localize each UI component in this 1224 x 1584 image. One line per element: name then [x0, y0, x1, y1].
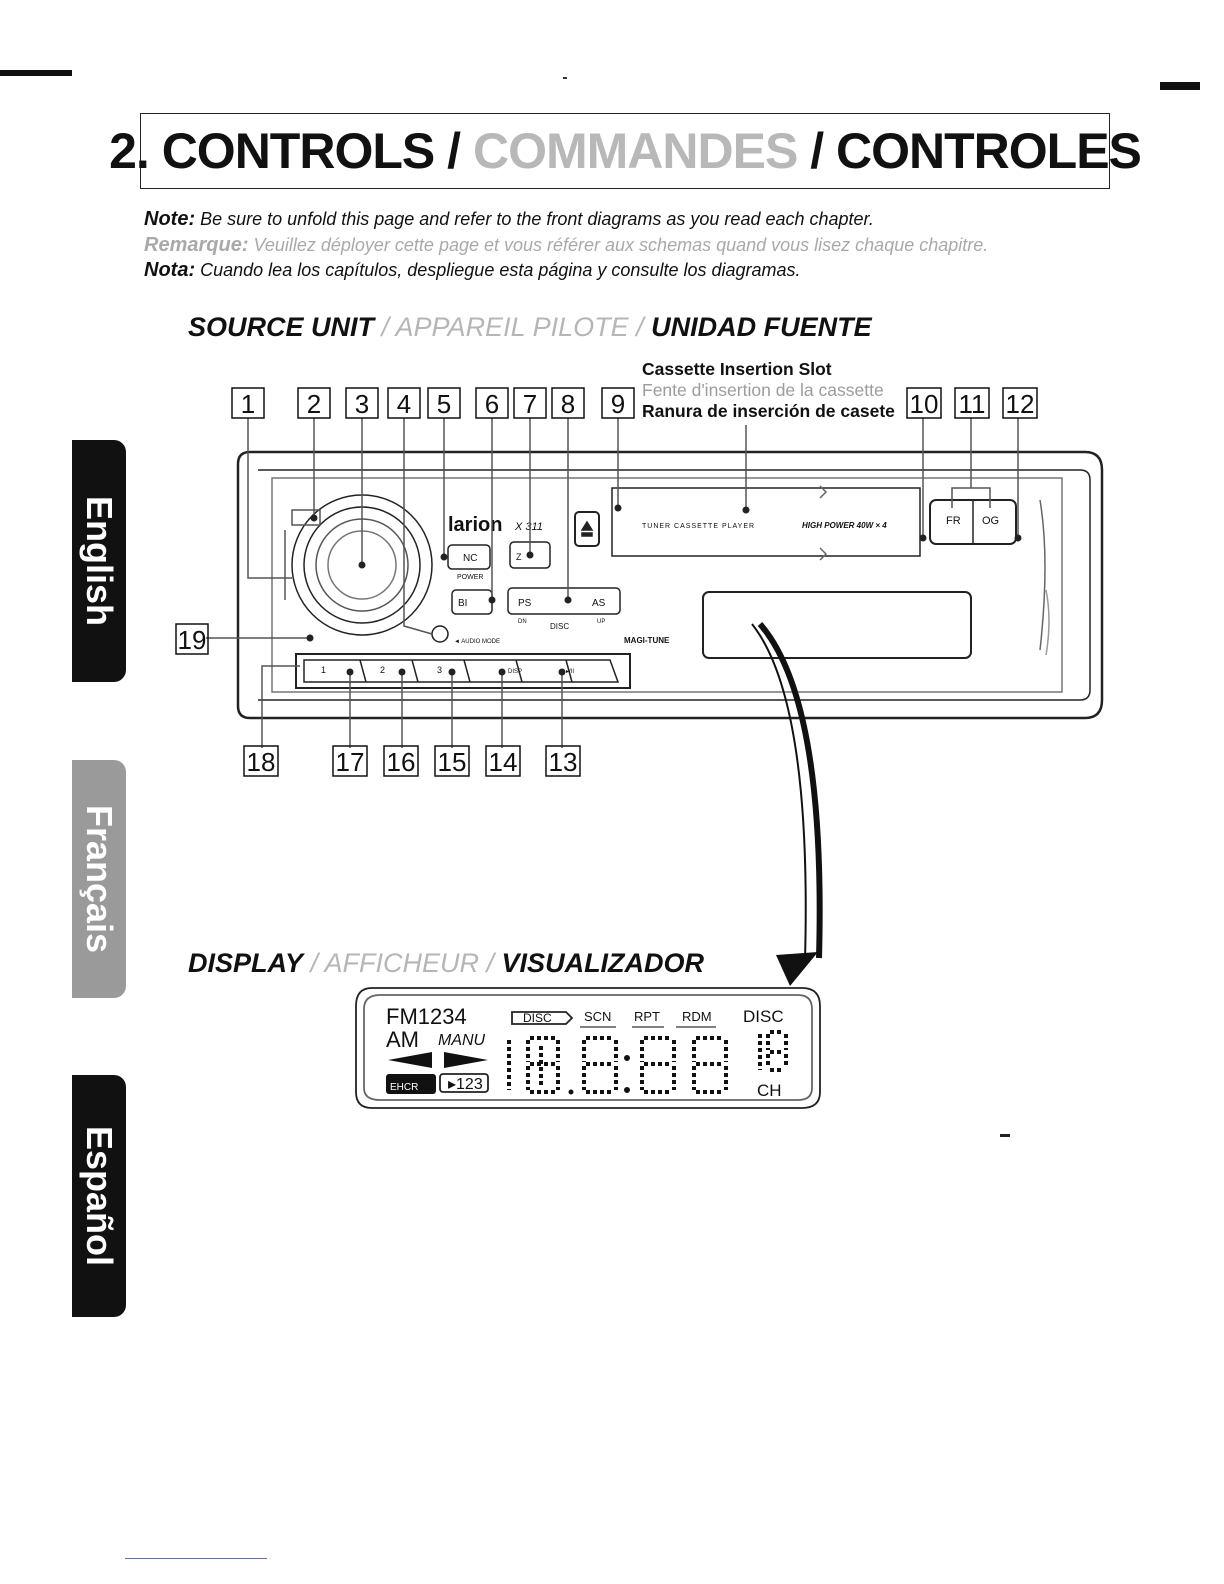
heading-sep: / [303, 948, 325, 978]
callout-14: 14 [489, 747, 518, 777]
pointer-arrow [751, 622, 823, 986]
title-number: 2. [109, 123, 150, 179]
callout-11: 11 [959, 389, 986, 419]
heading-en: DISPLAY [188, 948, 304, 978]
preset-1-label: 1 [321, 665, 326, 675]
note-text: Veuillez déployer cette page et vous réf… [253, 235, 989, 255]
callout-7: 7 [523, 389, 537, 419]
bi-button-label: BI [458, 598, 467, 609]
callout-12: 12 [1006, 389, 1035, 419]
preset-2-label: 2 [380, 665, 385, 675]
callout-8: 8 [561, 389, 575, 419]
scan-mark [563, 77, 567, 79]
heading-es: VISUALIZADOR [501, 948, 705, 978]
zclr-button-label: Z [516, 552, 522, 562]
magi-tune-label: MAGI-TUNE [624, 636, 670, 645]
heading-es: UNIDAD FUENTE [651, 312, 872, 342]
fr-button-label: FR [946, 515, 961, 527]
divider [125, 1558, 267, 1559]
tab-label: Español [79, 1125, 120, 1267]
source-unit-heading: SOURCE UNIT / APPAREIL PILOTE / UNIDAD F… [188, 312, 872, 343]
scan-mark [1160, 82, 1200, 90]
up-label: UP [597, 619, 605, 625]
display-heading: DISPLAY / AFFICHEUR / VISUALIZADOR [188, 948, 704, 979]
callout-19: 19 [178, 625, 207, 655]
note-text: Be sure to unfold this page and refer to… [200, 209, 874, 229]
note-label: Note: [144, 208, 196, 230]
preset-play-label: ▸/II [566, 669, 574, 675]
audio-mode-label: ◄ AUDIO MODE [454, 639, 500, 645]
unit-tape-label: TUNER CASSETTE PLAYER [642, 523, 755, 530]
unit-model: X 311 [514, 521, 543, 533]
callout-3: 3 [355, 389, 369, 419]
heading-sep: / [374, 312, 396, 342]
lcd-ehcr: EHCR [390, 1082, 418, 1093]
unit-brand: larion [448, 514, 502, 536]
note-label: Nota: [144, 259, 196, 281]
cassette-slot-label-en: Cassette Insertion Slot [642, 359, 832, 379]
callout-2: 2 [307, 389, 321, 419]
lcd-rdm: RDM [682, 1009, 712, 1024]
preset-disp-label: DISP [508, 669, 522, 675]
power-sub-label: POWER [457, 574, 483, 581]
lcd-ch: CH [757, 1081, 782, 1100]
note-es: Nota: Cuando lea los capítulos, desplieg… [144, 259, 801, 282]
scan-mark [1000, 1134, 1010, 1137]
as-button-label: AS [592, 598, 606, 609]
callout-13: 13 [549, 747, 578, 777]
heading-fr: AFFICHEUR [324, 948, 480, 978]
unit-power-label: HIGH POWER 40W × 4 [802, 521, 887, 530]
callout-4: 4 [397, 389, 411, 419]
lcd-band-fm: FM1234 [386, 1004, 467, 1029]
note-label: Remarque: [144, 234, 249, 256]
callout-9: 9 [611, 389, 625, 419]
callout-5: 5 [437, 389, 451, 419]
callout-6: 6 [485, 389, 499, 419]
disc-label: DISC [550, 622, 569, 631]
note-fr: Remarque: Veuillez déployer cette page e… [144, 234, 988, 257]
page-title: 2. CONTROLS / COMMANDES / CONTROLES [109, 113, 1142, 189]
title-fr: COMMANDES [472, 123, 798, 179]
callout-16: 16 [387, 747, 416, 777]
heading-en: SOURCE UNIT [188, 312, 375, 342]
dn-label: DN [518, 619, 527, 625]
lcd-scn: SCN [584, 1009, 611, 1024]
title-en: CONTROLS [161, 123, 436, 179]
title-es: CONTROLES [836, 123, 1142, 179]
lcd-disc: DISC [743, 1007, 784, 1026]
note-text: Cuando lea los capítulos, despliegue est… [200, 260, 801, 280]
tab-francais[interactable]: Français [72, 760, 126, 998]
callout-1: 1 [241, 389, 255, 419]
cassette-slot-label-es: Ranura de inserción de casete [642, 401, 895, 421]
cassette-slot-label-fr: Fente d'insertion de la cassette [642, 380, 884, 400]
lcd-digits [507, 1030, 788, 1094]
og-button-label: OG [982, 515, 999, 527]
heading-sep: / [628, 312, 652, 342]
callout-18: 18 [247, 747, 276, 777]
lcd-manu: MANU [438, 1032, 486, 1049]
preset-3-label: 3 [437, 665, 442, 675]
lcd-rpt: RPT [634, 1009, 660, 1024]
lcd-band-am: AM [386, 1027, 419, 1052]
title-sep: / [447, 123, 461, 179]
tab-espanol[interactable]: Español [72, 1075, 126, 1317]
callout-17: 17 [336, 747, 365, 777]
note-en: Note: Be sure to unfold this page and re… [144, 208, 874, 231]
tab-label: English [79, 495, 121, 627]
ps-button-label: PS [518, 598, 532, 609]
lcd-preset: ▸123 [448, 1076, 483, 1093]
heading-sep: / [479, 948, 502, 978]
callout-10: 10 [910, 389, 939, 419]
func-button-label: NC [463, 553, 477, 564]
tab-english[interactable]: English [72, 440, 126, 682]
title-sep: / [810, 123, 824, 179]
scan-mark [0, 70, 72, 76]
heading-fr: APPAREIL PILOTE [395, 312, 629, 342]
tab-label: Français [79, 804, 121, 954]
callout-15: 15 [438, 747, 467, 777]
lcd-disc-tab: DISC [523, 1011, 552, 1025]
